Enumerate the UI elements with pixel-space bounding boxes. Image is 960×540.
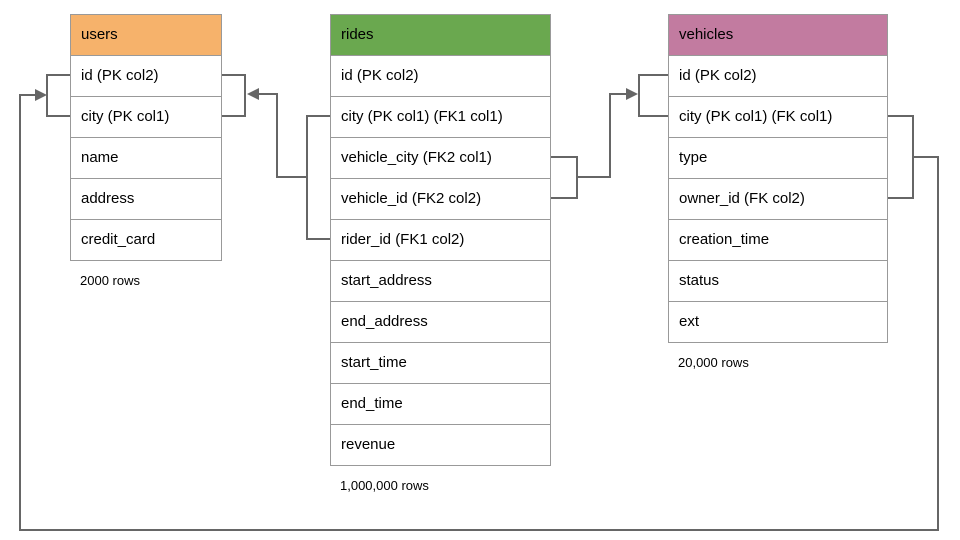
users-pk-bracket-left: [46, 74, 70, 117]
table-rides-header: rides: [331, 15, 550, 56]
table-rides-box: rides id (PK col2)city (PK col1) (FK1 co…: [330, 14, 551, 466]
column-row: address: [71, 179, 221, 220]
users-pk-bracket-right: [222, 74, 246, 117]
fk2-arrowhead-icon: [626, 88, 638, 100]
fk1-connector-line: [258, 93, 307, 178]
column-row: owner_id (FK col2): [669, 179, 887, 220]
vehicles-fk-connector-line: [19, 94, 939, 531]
table-vehicles-header: vehicles: [669, 15, 887, 56]
column-row: credit_card: [71, 220, 221, 260]
table-rides-columns: id (PK col2)city (PK col1) (FK1 col1)veh…: [331, 56, 550, 465]
column-row: ext: [669, 302, 887, 342]
column-row: end_address: [331, 302, 550, 343]
column-row: vehicle_id (FK2 col2): [331, 179, 550, 220]
table-users-rowcount: 2000 rows: [80, 273, 140, 288]
column-row: city (PK col1) (FK col1): [669, 97, 887, 138]
table-vehicles-box: vehicles id (PK col2)city (PK col1) (FK …: [668, 14, 888, 343]
vehicles-pk-bracket-left: [638, 74, 668, 117]
column-row: vehicle_city (FK2 col1): [331, 138, 550, 179]
column-row: creation_time: [669, 220, 887, 261]
column-row: status: [669, 261, 887, 302]
rides-fk2-bracket-right: [551, 156, 578, 199]
table-rides: rides id (PK col2)city (PK col1) (FK1 co…: [330, 14, 551, 493]
table-vehicles-columns: id (PK col2)city (PK col1) (FK col1)type…: [669, 56, 887, 342]
fk1-arrowhead-icon: [247, 88, 259, 100]
column-row: id (PK col2): [71, 56, 221, 97]
column-row: end_time: [331, 384, 550, 425]
table-users-header: users: [71, 15, 221, 56]
vehicles-fk-arrowhead-icon: [35, 89, 47, 101]
column-row: start_address: [331, 261, 550, 302]
rides-fk1-bracket-left: [306, 115, 330, 240]
table-vehicles: vehicles id (PK col2)city (PK col1) (FK …: [668, 14, 888, 370]
column-row: name: [71, 138, 221, 179]
table-vehicles-rowcount: 20,000 rows: [678, 355, 749, 370]
column-row: id (PK col2): [669, 56, 887, 97]
column-row: type: [669, 138, 887, 179]
column-row: id (PK col2): [331, 56, 550, 97]
column-row: revenue: [331, 425, 550, 465]
vehicles-fk-bracket-right: [888, 115, 914, 199]
fk2-connector-line: [577, 93, 627, 178]
column-row: city (PK col1): [71, 97, 221, 138]
column-row: rider_id (FK1 col2): [331, 220, 550, 261]
table-rides-rowcount: 1,000,000 rows: [340, 478, 429, 493]
column-row: city (PK col1) (FK1 col1): [331, 97, 550, 138]
column-row: start_time: [331, 343, 550, 384]
